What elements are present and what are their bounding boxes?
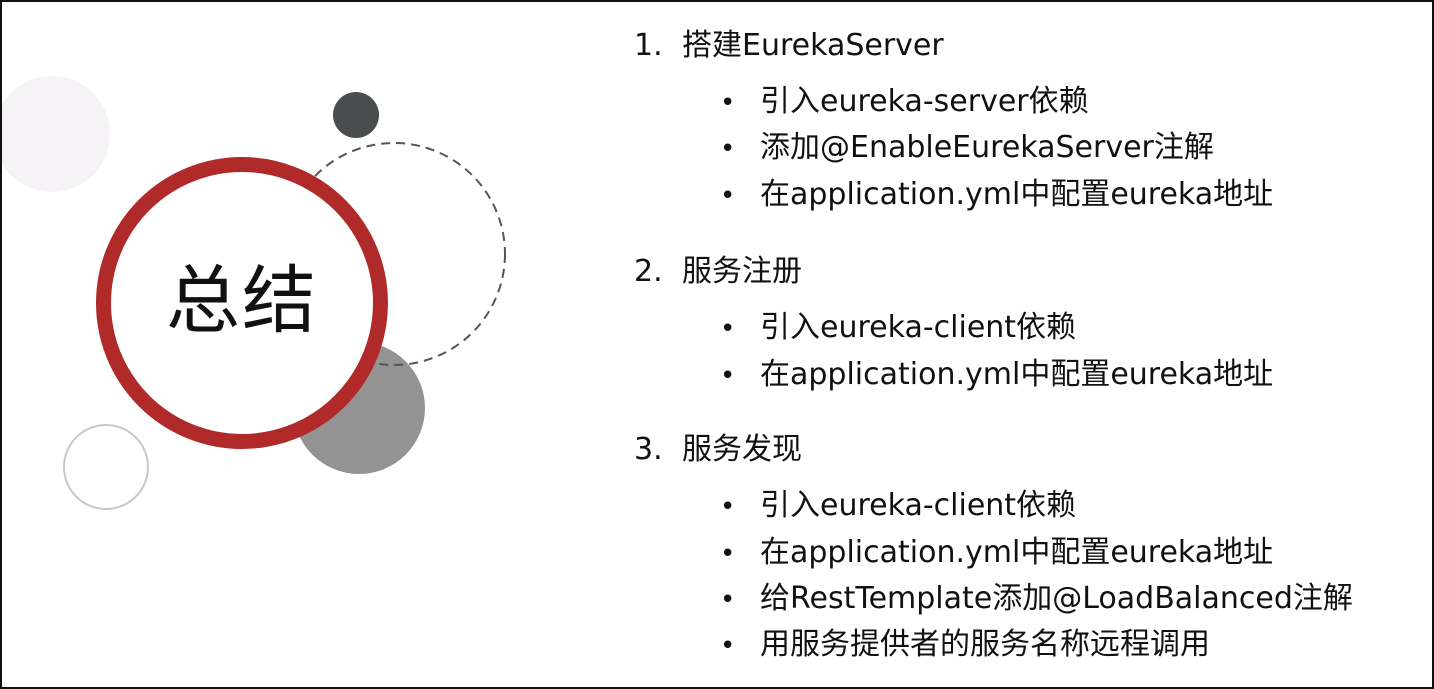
bullet-dot: • bbox=[720, 88, 736, 118]
list-item-text: 用服务提供者的服务名称远程调用 bbox=[760, 627, 1210, 662]
title-ring: 总结 bbox=[96, 157, 388, 449]
bullet-dot: • bbox=[720, 314, 736, 344]
list-item-text: 引入eureka-client依赖 bbox=[760, 488, 1077, 523]
list-item: • 给RestTemplate添加@LoadBalanced注解 bbox=[720, 584, 1353, 614]
list-item: • 用服务提供者的服务名称远程调用 bbox=[720, 630, 1210, 660]
list-item: • 引入eureka-client依赖 bbox=[720, 491, 1076, 521]
list-item-text: 添加@EnableEurekaServer注解 bbox=[760, 130, 1214, 165]
section-2-heading: 2. 服务注册 bbox=[634, 257, 802, 287]
section-number: 1. bbox=[634, 28, 663, 63]
section-1-heading: 1. 搭建EurekaServer bbox=[634, 31, 944, 61]
section-title: 服务发现 bbox=[682, 432, 802, 467]
list-item: • 引入eureka-server依赖 bbox=[720, 87, 1089, 117]
decor-pale-circle bbox=[2, 76, 110, 192]
bullet-dot: • bbox=[720, 539, 736, 569]
section-3-heading: 3. 服务发现 bbox=[634, 435, 802, 465]
bullet-dot: • bbox=[720, 361, 736, 391]
list-item: • 在application.yml中配置eureka地址 bbox=[720, 538, 1273, 568]
list-item: • 在application.yml中配置eureka地址 bbox=[720, 360, 1273, 390]
list-item-text: 引入eureka-server依赖 bbox=[760, 84, 1089, 119]
section-number: 2. bbox=[634, 254, 663, 289]
bullet-dot: • bbox=[720, 585, 736, 615]
decor-outline-circle bbox=[63, 424, 149, 510]
slide-title: 总结 bbox=[166, 258, 318, 344]
list-item: • 添加@EnableEurekaServer注解 bbox=[720, 133, 1214, 163]
list-item-text: 在application.yml中配置eureka地址 bbox=[760, 177, 1274, 212]
section-number: 3. bbox=[634, 432, 663, 467]
bullet-dot: • bbox=[720, 492, 736, 522]
list-item: • 在application.yml中配置eureka地址 bbox=[720, 180, 1273, 210]
bullet-dot: • bbox=[720, 181, 736, 211]
list-item-text: 引入eureka-client依赖 bbox=[760, 310, 1077, 345]
section-title: 搭建EurekaServer bbox=[682, 28, 944, 63]
bullet-dot: • bbox=[720, 631, 736, 661]
decor-dark-dot bbox=[333, 92, 379, 138]
list-item-text: 在application.yml中配置eureka地址 bbox=[760, 535, 1274, 570]
list-item-text: 在application.yml中配置eureka地址 bbox=[760, 357, 1274, 392]
bullet-dot: • bbox=[720, 134, 736, 164]
list-item-text: 给RestTemplate添加@LoadBalanced注解 bbox=[760, 581, 1353, 616]
section-title: 服务注册 bbox=[682, 254, 802, 289]
list-item: • 引入eureka-client依赖 bbox=[720, 313, 1076, 343]
